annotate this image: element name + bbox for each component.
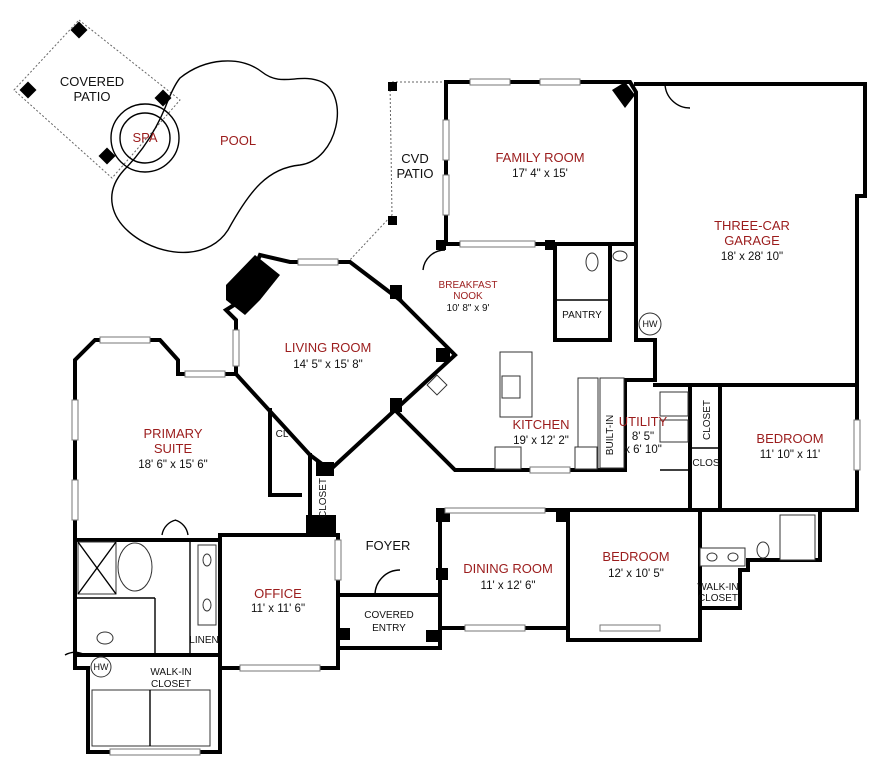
office-name: OFFICE	[254, 586, 302, 601]
covered-entry-label-2: ENTRY	[372, 623, 406, 634]
utility-name: UTILITY	[619, 414, 668, 429]
office-dim: 11' x 11' 6"	[251, 603, 305, 615]
cl-label: CL	[276, 429, 289, 440]
closet-vertical-label: CLOSET	[702, 400, 713, 440]
living-room-name: LIVING ROOM	[285, 340, 372, 355]
fixtures	[77, 250, 816, 747]
bedroom-center-dim: 12' x 10' 5"	[608, 568, 664, 580]
exterior-walls	[73, 80, 867, 754]
hw-bath-label: HW	[94, 662, 109, 672]
cvd-patio-label-2: PATIO	[396, 166, 433, 181]
primary-suite-dim: 18' 6" x 15' 6"	[138, 459, 207, 471]
pool-outline	[111, 60, 338, 254]
linen-label: LINEN	[189, 635, 218, 646]
garage-name-2: GARAGE	[724, 233, 780, 248]
walk-in-closet-right-label-2: CLOSET	[698, 593, 738, 604]
utility-dim-2: x 6' 10"	[624, 444, 662, 456]
hw-garage-label: HW	[643, 319, 658, 329]
dining-room-name: DINING ROOM	[463, 561, 553, 576]
walk-in-closet-left-label-2: CLOSET	[151, 679, 191, 690]
utility-dim-1: 8' 5"	[632, 431, 654, 443]
primary-suite-name: PRIMARY	[144, 426, 203, 441]
bedroom-center-name: BEDROOM	[602, 549, 669, 564]
kitchen-dim: 19' x 12' 2"	[513, 435, 569, 447]
cvd-patio-outline	[347, 81, 393, 263]
covered-patio-label-2: PATIO	[73, 89, 110, 104]
cvd-patio-label: CVD	[401, 151, 428, 166]
primary-suite-name-2: SUITE	[154, 441, 193, 456]
dining-room-dim: 11' x 12' 6"	[481, 580, 536, 592]
covered-patio-label: COVERED	[60, 74, 124, 89]
breakfast-dim: 10' 8" x 9'	[447, 303, 490, 314]
pool-label: POOL	[220, 133, 256, 148]
columns	[226, 82, 635, 642]
pantry-label: PANTRY	[562, 310, 602, 321]
closet-foyer-label: CLOSET	[318, 478, 329, 518]
bedroom-right-name: BEDROOM	[756, 431, 823, 446]
garage-dim: 18' x 28' 10"	[721, 251, 783, 263]
doors	[64, 83, 691, 656]
breakfast-name: BREAKFAST	[439, 280, 498, 291]
kitchen-name: KITCHEN	[512, 417, 569, 432]
windows	[71, 78, 861, 756]
covered-entry-label: COVERED	[364, 610, 413, 621]
family-room-dim: 17' 4" x 15'	[512, 168, 568, 180]
living-room-dim: 14' 5" x 15' 8"	[293, 359, 362, 371]
spa-label: SPA	[132, 130, 157, 145]
walk-in-closet-left-label: WALK-IN	[150, 667, 191, 678]
family-room-name: FAMILY ROOM	[495, 150, 584, 165]
built-in-label: BUILT-IN	[605, 415, 616, 455]
clos-label: CLOS	[692, 458, 720, 469]
bedroom-right-dim: 11' 10" x 11'	[760, 449, 820, 461]
breakfast-name-2: NOOK	[453, 291, 483, 302]
garage-name: THREE-CAR	[714, 218, 790, 233]
foyer-label: FOYER	[366, 538, 411, 553]
walk-in-closet-right-label: WALK-IN	[697, 582, 738, 593]
spa	[110, 103, 180, 173]
